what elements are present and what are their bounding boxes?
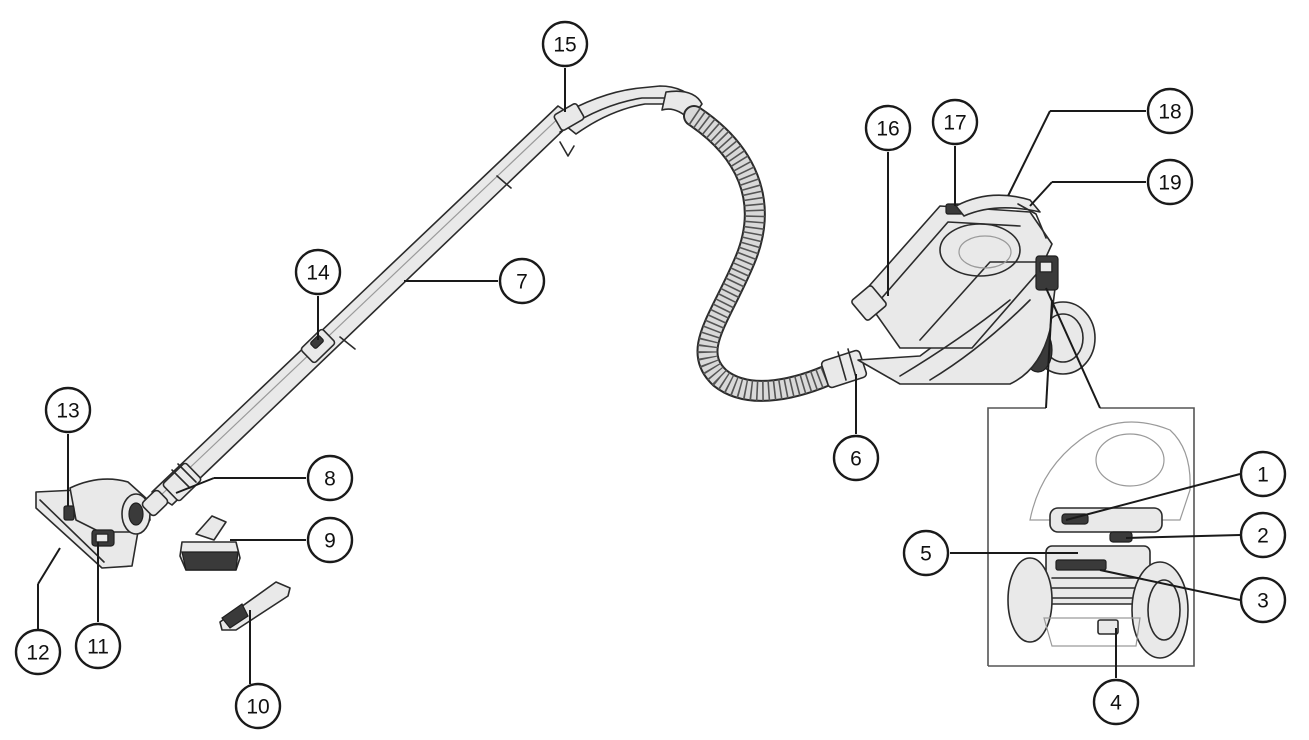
callout-16: 16: [864, 104, 912, 152]
callout-18: 18: [1146, 87, 1194, 135]
hose: [683, 105, 868, 402]
leader-19b: [1029, 181, 1053, 207]
callout-7-label: 7: [516, 271, 528, 294]
leader-12: [37, 547, 61, 585]
leader-lines: [37, 68, 1241, 684]
callout-8: 8: [306, 454, 354, 502]
callout-9: 9: [306, 516, 354, 564]
callout-4: 4: [1092, 678, 1140, 726]
inset-detail: [987, 287, 1195, 667]
callout-7: 7: [498, 257, 546, 305]
upholstery-brush: [179, 515, 241, 571]
callout-11: 11: [74, 622, 122, 670]
callout-12-label: 12: [26, 642, 49, 665]
callout-9-label: 9: [324, 530, 336, 553]
callout-5: 5: [902, 529, 950, 577]
callout-14-label: 14: [306, 262, 330, 285]
callout-3-label: 3: [1257, 590, 1269, 613]
callout-8-label: 8: [324, 468, 336, 491]
callout-numbers: 1 2 3 4 5 6 7 8 9 10 11 12 13 14 15 16 1…: [14, 20, 1287, 730]
leader-2: [1125, 534, 1241, 539]
callout-12: 12: [14, 628, 62, 676]
callout-18-label: 18: [1158, 101, 1181, 124]
callout-4-label: 4: [1110, 692, 1122, 715]
telescopic-tube: [151, 105, 577, 506]
crevice-tool: [219, 581, 291, 631]
leader-3: [1099, 569, 1241, 601]
callout-11-label: 11: [87, 636, 109, 659]
callout-6: 6: [832, 434, 880, 482]
callout-15-label: 15: [553, 34, 576, 57]
leader-18b: [1007, 110, 1051, 197]
callout-1-label: 1: [1257, 464, 1269, 487]
callout-16-label: 16: [876, 118, 899, 141]
leader-1: [1065, 473, 1241, 521]
callout-6-label: 6: [850, 448, 862, 471]
callout-13-label: 13: [56, 400, 79, 423]
callout-14: 14: [294, 248, 342, 296]
callout-17: 17: [931, 98, 979, 146]
vacuum-cleaner-drawing: [35, 85, 1195, 667]
callout-15: 15: [541, 20, 589, 68]
callout-5-label: 5: [920, 543, 932, 566]
callout-10: 10: [234, 682, 282, 730]
callout-19: 19: [1146, 158, 1194, 206]
callout-2: 2: [1239, 511, 1287, 559]
floor-nozzle: [35, 478, 169, 569]
callout-17-label: 17: [943, 112, 966, 135]
callout-3: 3: [1239, 576, 1287, 624]
callout-10-label: 10: [246, 696, 269, 719]
callout-2-label: 2: [1257, 525, 1269, 548]
callout-13: 13: [44, 386, 92, 434]
callout-1: 1: [1239, 450, 1287, 498]
callout-19-label: 19: [1158, 172, 1181, 195]
handle: [553, 85, 703, 157]
leader-8: [175, 477, 215, 494]
vacuum-body: [851, 194, 1096, 385]
